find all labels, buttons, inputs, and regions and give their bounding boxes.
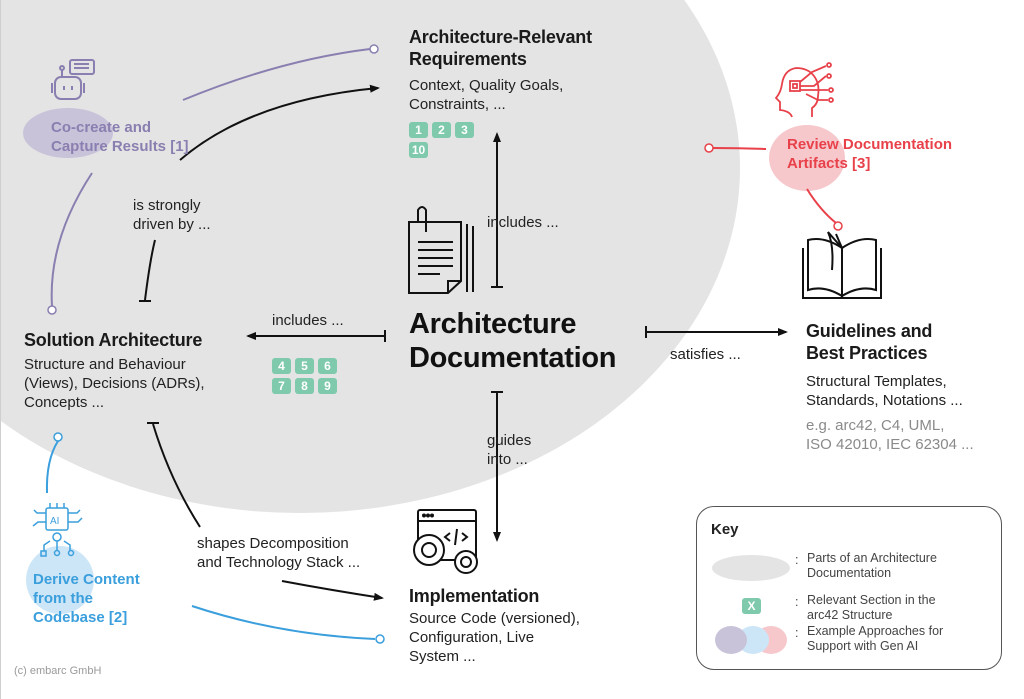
ai-approach-review: Review Documentation Artifacts [3]	[787, 136, 953, 172]
ai-head-icon	[774, 62, 834, 118]
connector-purple-top	[182, 48, 371, 101]
legend-label: Example Approaches for Support with Gen …	[807, 624, 944, 653]
connector-end-purple-top	[369, 44, 379, 54]
legend-title: Key	[711, 521, 739, 538]
documentation-scope-ellipse	[0, 0, 740, 513]
legend-ai-blobs-symbol	[715, 626, 787, 654]
legend-label: Parts of an Architecture Documentation	[807, 551, 937, 580]
implementation-title: Implementation	[409, 586, 540, 606]
label-guides-into: guides into ...	[487, 432, 532, 468]
arrow-driven-by	[144, 239, 156, 301]
connector-blue-bottom	[191, 605, 376, 640]
arc42-section-badge: 10	[409, 142, 428, 158]
label-includes-requirements: includes ...	[487, 214, 559, 231]
ai-blob-red	[769, 125, 845, 191]
arc42-section-badge: 1	[409, 122, 428, 138]
connector-end-red-down	[833, 221, 843, 231]
code-gears-icon	[413, 509, 478, 574]
ai-chip-icon: AI	[32, 503, 83, 557]
requirements-node: Architecture-Relevant Requirements Conte…	[409, 26, 592, 158]
arc42-section-badge: 3	[455, 122, 474, 138]
label-includes-solution: includes ...	[272, 312, 344, 329]
ai-approach-derive: Derive Content from the Codebase [2]	[33, 571, 140, 626]
open-book-icon	[802, 231, 882, 299]
arc42-section-badge: 6	[318, 358, 337, 374]
guidelines-examples: e.g. arc42, C4, UML, ISO 42010, IEC 6230…	[806, 417, 974, 453]
legend: Key : Parts of an Architecture Documenta…	[696, 506, 1002, 670]
implementation-description: Source Code (versioned), Configuration, …	[409, 610, 580, 665]
label-satisfies: satisfies ...	[670, 346, 741, 363]
robot-chat-icon	[51, 59, 95, 100]
connector-purple-left	[50, 172, 93, 307]
legend-section-badge: X	[742, 598, 761, 614]
copyright: (c) embarc GmbH	[14, 665, 102, 677]
solution-description: Structure and Behaviour (Views), Decisio…	[24, 356, 205, 411]
connector-red-left	[712, 147, 767, 150]
guidelines-description: Structural Templates, Standards, Notatio…	[806, 373, 963, 409]
label-driven-by: is strongly driven by ...	[133, 197, 211, 233]
arc42-section-badge: 4	[272, 358, 291, 374]
solution-title: Solution Architecture	[24, 330, 203, 350]
arc42-section-badge: 9	[318, 378, 337, 394]
requirements-description: Context, Quality Goals, Constraints, ...	[409, 77, 564, 113]
requirements-sections: 1 2 3 10	[409, 122, 481, 158]
arc42-section-badge: 7	[272, 378, 291, 394]
requirements-title: Architecture-Relevant Requirements	[409, 27, 592, 69]
arc42-section-badge: 2	[432, 122, 451, 138]
connector-end-blue-bottom	[375, 634, 385, 644]
legend-label: Relevant Section in the arc42 Structure	[807, 593, 936, 622]
connector-end-blue-top	[53, 432, 63, 442]
label-shapes: shapes Decomposition and Technology Stac…	[197, 535, 361, 571]
connector-end-red-left	[704, 143, 714, 153]
solution-sections: 4 5 6 7 8 9	[272, 358, 344, 394]
connector-end-purple-left	[47, 305, 57, 315]
solution-node: Solution Architecture Structure and Beha…	[24, 329, 205, 412]
arc42-section-badge: 5	[295, 358, 314, 374]
connector-blue-top	[45, 440, 59, 494]
ai-blob-blue	[26, 546, 94, 614]
svg-text:AI: AI	[50, 516, 59, 527]
guidelines-title: Guidelines and Best Practices	[806, 321, 933, 363]
ai-approach-cocreate: Co-create and Capture Results [1]	[51, 119, 189, 155]
legend-ellipse-symbol	[712, 555, 790, 581]
document-icon	[408, 206, 474, 294]
arrow-shapes	[152, 423, 201, 528]
guidelines-node: Guidelines and Best Practices Structural…	[806, 320, 974, 454]
ai-blob-purple	[23, 108, 113, 158]
arrow-shapes-head	[281, 580, 384, 601]
connector-red-down	[806, 188, 837, 224]
implementation-node: Implementation Source Code (versioned), …	[409, 585, 580, 666]
center-title: Architecture Documentation	[409, 308, 617, 374]
arrow-driven-by-head	[179, 84, 380, 161]
arc42-section-badge: 8	[295, 378, 314, 394]
